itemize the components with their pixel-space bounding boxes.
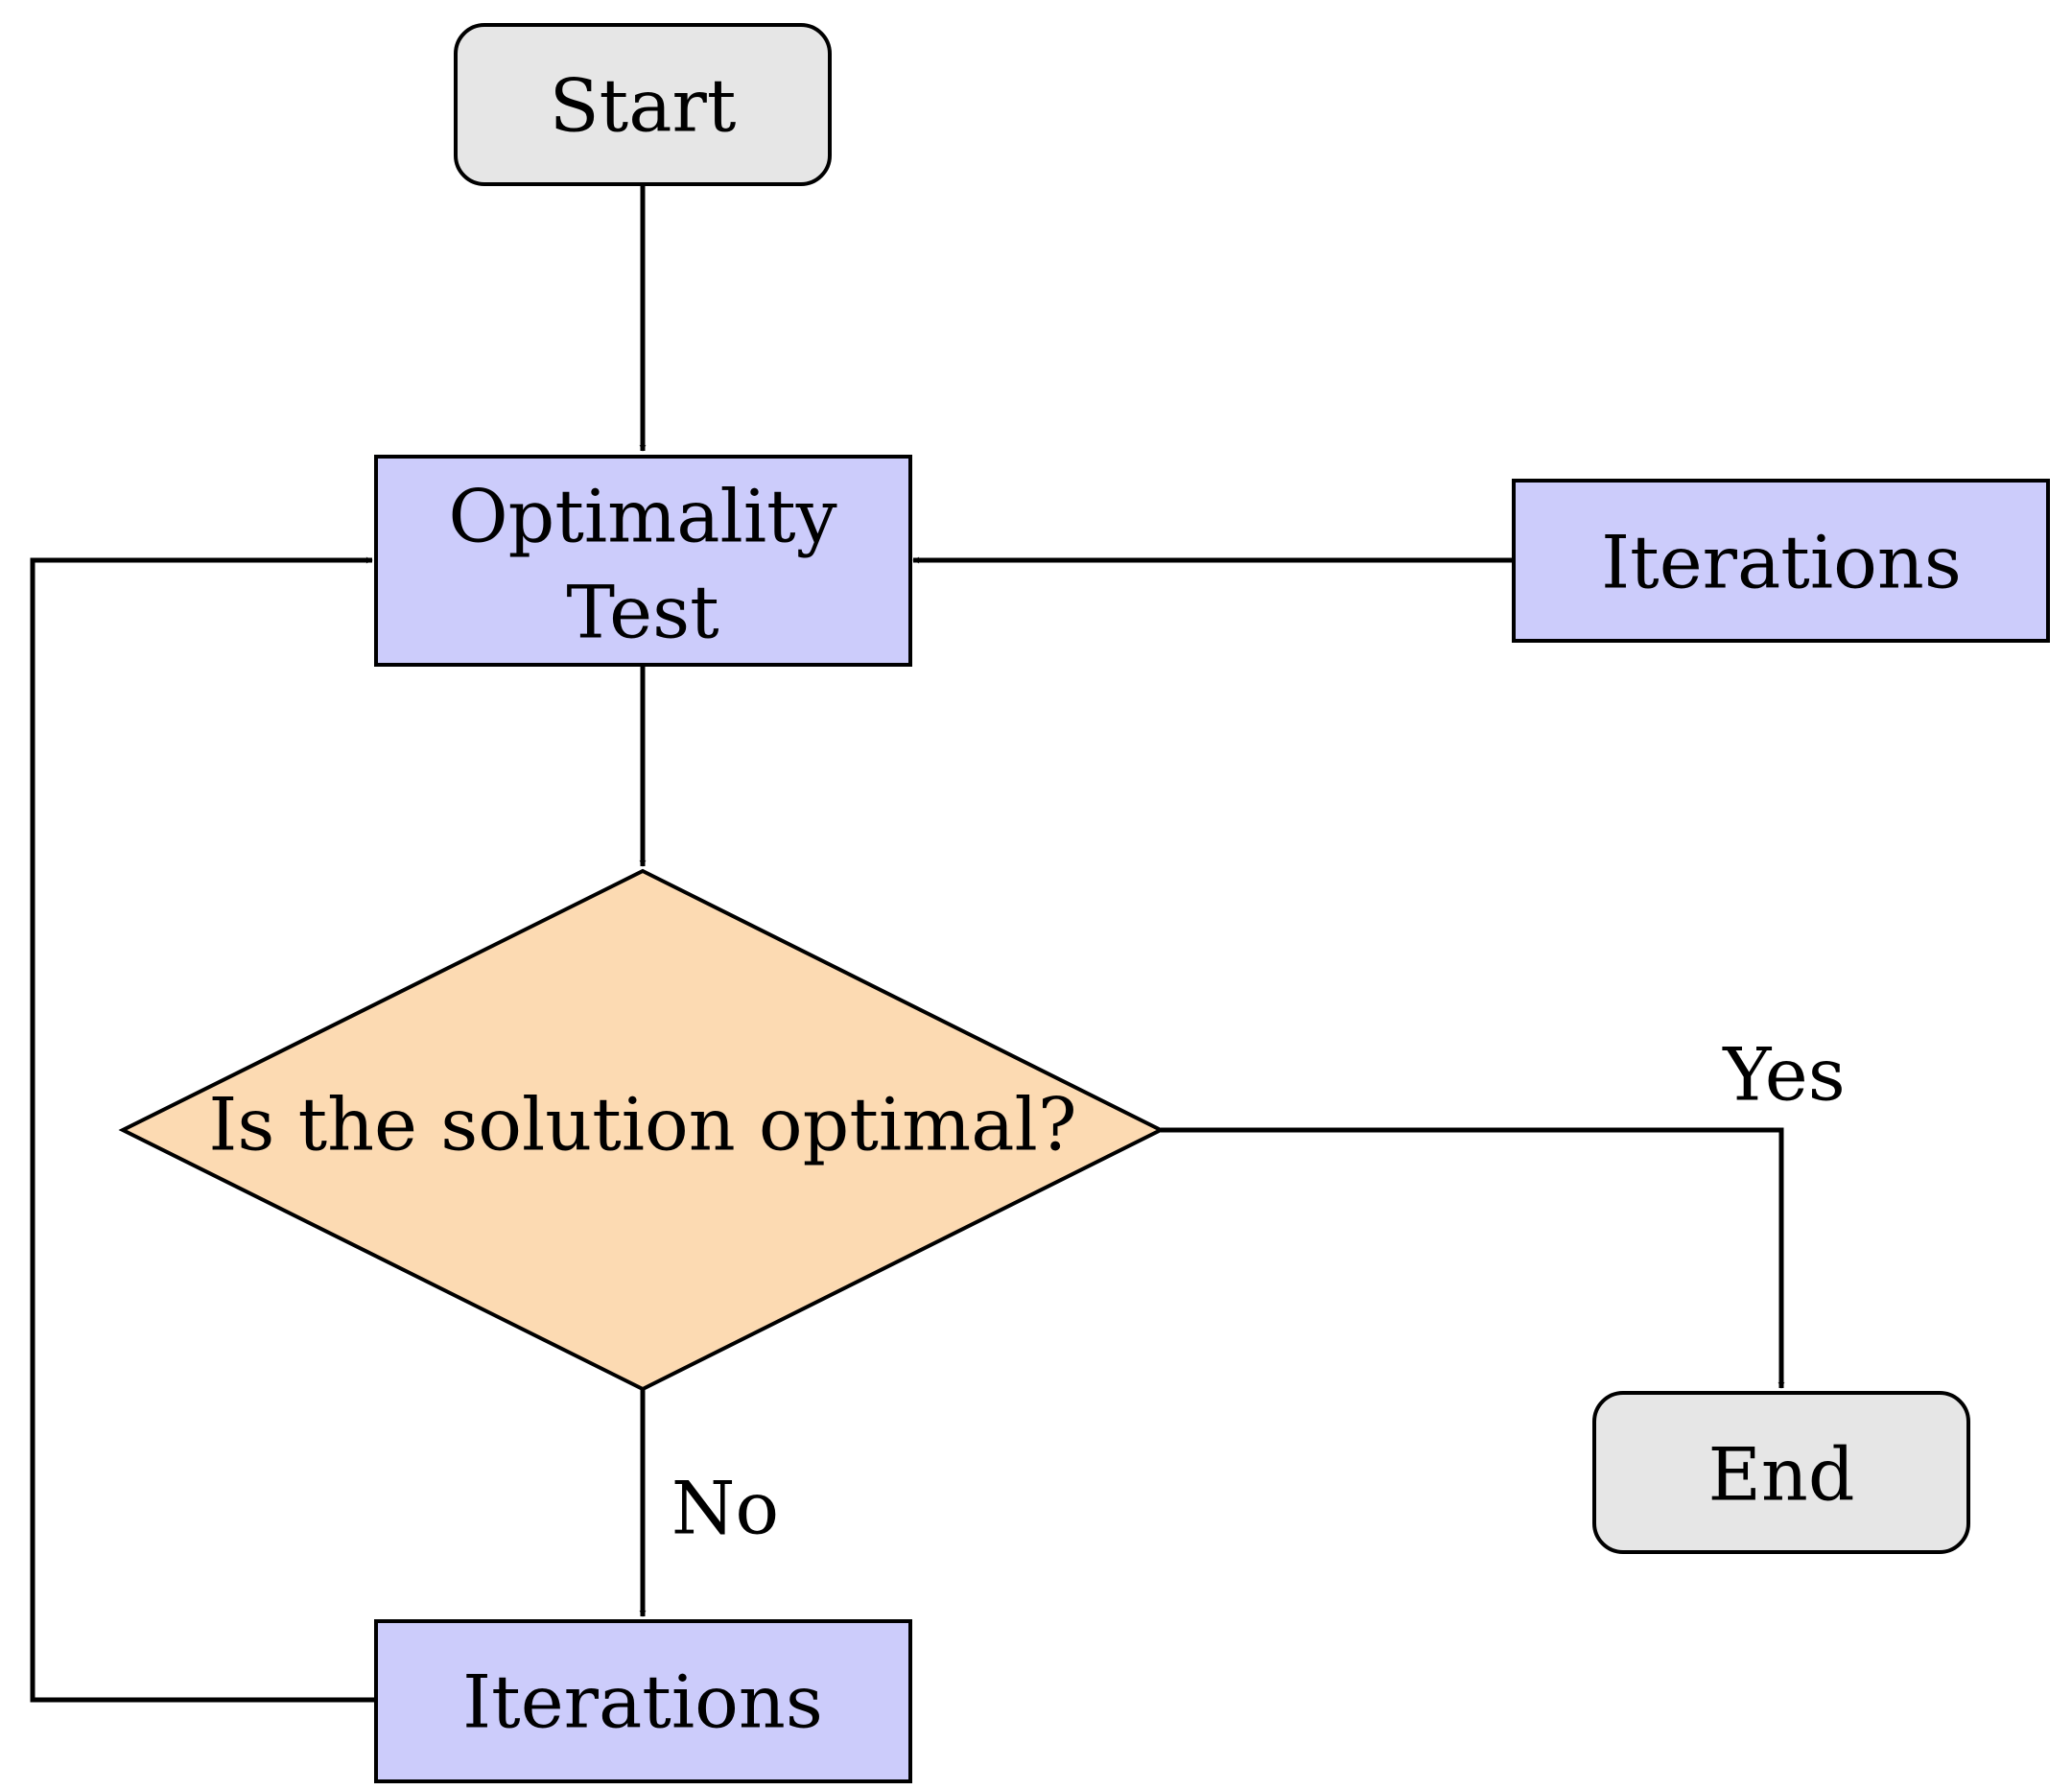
iterations-bottom-node-shape (374, 1619, 912, 1783)
edges (30, 185, 1785, 1703)
iterations-bottom-node: Iterations (374, 1619, 912, 1783)
start-node: Start (454, 23, 832, 186)
iterations-right-node: Iterations (1512, 479, 2050, 643)
optimality-test-node-shape (374, 455, 912, 667)
iterations-bottom-label: Iterations (462, 1660, 823, 1745)
decision-label: Is the solution optimal? (208, 1082, 1076, 1167)
end-node-label: End (1707, 1432, 1854, 1518)
start-node-shape (454, 23, 832, 186)
decision-node-shape (118, 868, 1166, 1392)
iterations-right-label: Iterations (1601, 520, 1962, 605)
edge-label-no: No (671, 1466, 779, 1551)
start-node-label: Start (550, 63, 737, 149)
optimality-test-label-line2: Test (566, 570, 718, 655)
edge-iterations-bottom-loop-to-optimality-test (30, 556, 376, 1703)
edge-label-yes: Yes (1722, 1032, 1846, 1118)
optimality-test-node: Optimality Test (374, 455, 912, 667)
iterations-right-node-shape (1512, 479, 2050, 643)
optimality-test-label-line1: Optimality (448, 474, 836, 559)
decision-node: Is the solution optimal? (118, 868, 1166, 1392)
end-node-shape (1592, 1391, 1970, 1554)
edge-decision-yes-to-end (1161, 1127, 1785, 1389)
end-node: End (1592, 1391, 1970, 1554)
